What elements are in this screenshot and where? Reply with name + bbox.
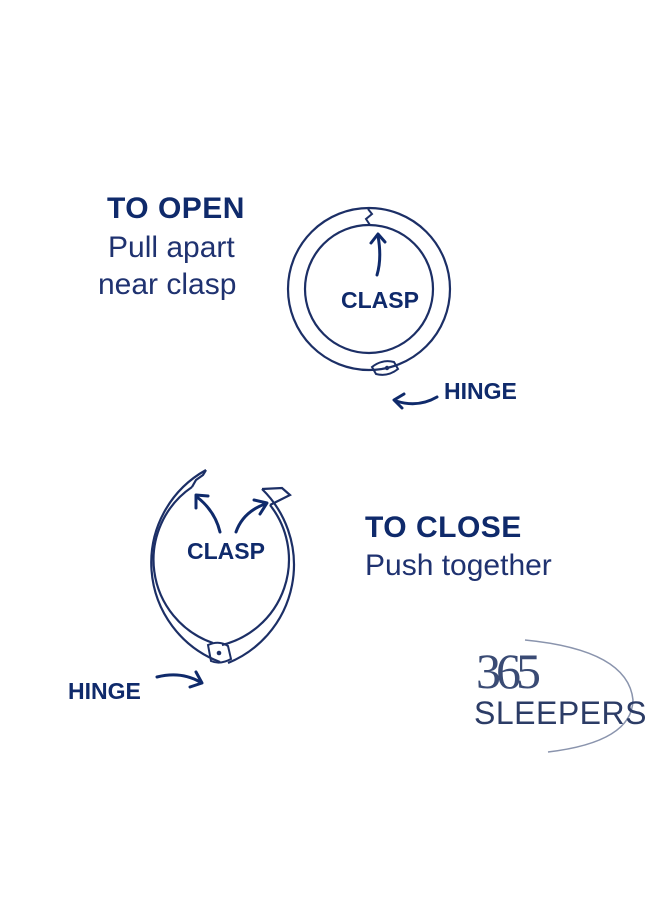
close-hinge-label: HINGE xyxy=(68,678,141,704)
close-hinge-arrow xyxy=(155,670,204,689)
closed-ring xyxy=(286,206,452,376)
open-ring xyxy=(150,469,296,665)
closed-ring-hinge-pin xyxy=(384,365,390,371)
open-clasp-arrow xyxy=(369,232,387,277)
close-line-1: Push together xyxy=(365,549,552,582)
close-clasp-arrows xyxy=(194,493,269,534)
logo-wordmark: SLEEPERS xyxy=(474,695,647,731)
open-hinge-label: HINGE xyxy=(444,378,517,404)
logo-swoosh xyxy=(524,639,634,753)
close-heading: TO CLOSE xyxy=(365,511,522,544)
open-hinge-arrow xyxy=(392,392,439,410)
open-ring-hinge-pin xyxy=(216,650,222,656)
logo-number: 365 xyxy=(476,643,541,699)
open-line-2: near clasp xyxy=(98,268,237,301)
open-clasp-label: CLASP xyxy=(341,287,419,313)
open-line-1: Pull apart xyxy=(108,231,235,264)
open-heading: TO OPEN xyxy=(107,192,245,225)
close-clasp-label: CLASP xyxy=(187,538,265,564)
